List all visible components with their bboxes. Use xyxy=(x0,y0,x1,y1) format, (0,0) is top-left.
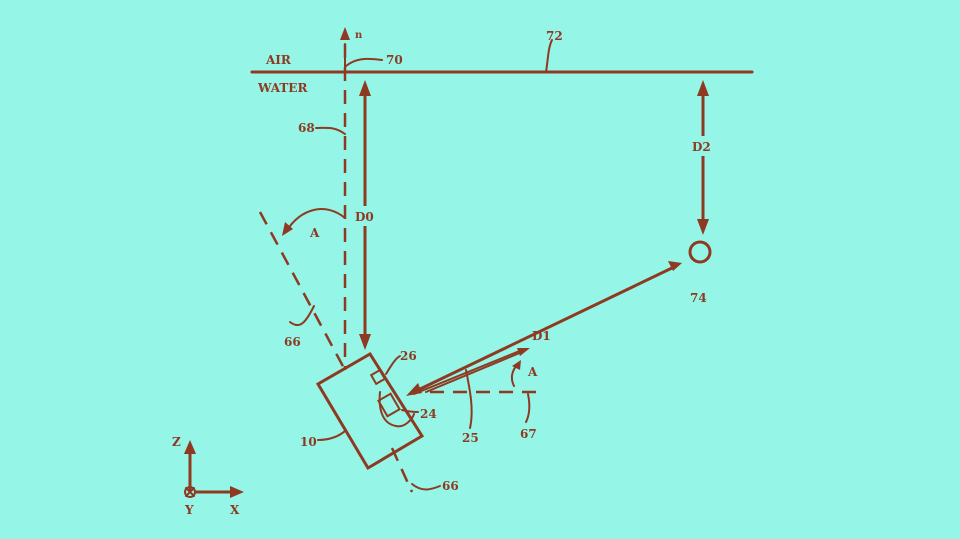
beam-25-upper xyxy=(413,349,523,395)
label-axis-x: X xyxy=(230,503,240,517)
leader-67 xyxy=(525,393,531,423)
leader-25 xyxy=(465,369,473,429)
y-axis-cross-2 xyxy=(185,487,195,497)
label-66-lower: 66 xyxy=(442,479,459,493)
label-68: 68 xyxy=(298,121,315,135)
d0-label-backdrop xyxy=(353,206,379,226)
x-axis-arrowhead xyxy=(230,486,244,498)
label-d1: D1 xyxy=(532,329,551,343)
d1-arrow-shaft xyxy=(416,266,674,392)
component-26 xyxy=(369,368,387,386)
normal-arrowhead xyxy=(340,27,350,40)
d2-label-backdrop xyxy=(690,136,718,156)
z-axis-arrowhead xyxy=(184,440,196,454)
leader-68 xyxy=(315,126,346,135)
leader-72 xyxy=(545,39,553,73)
leader-10 xyxy=(317,429,347,441)
label-72: 72 xyxy=(546,29,563,43)
d1-arrowhead-target xyxy=(668,261,682,271)
angle-a-right-arrowhead xyxy=(512,360,521,370)
label-axis-z: Z xyxy=(172,435,181,449)
d2-arrowhead-bottom xyxy=(697,219,709,235)
label-angle-a-top: A xyxy=(309,226,320,240)
label-axis-y: Y xyxy=(184,503,194,517)
target-74-circle xyxy=(688,240,712,264)
angle-a-top-arc xyxy=(285,208,346,233)
leader-26 xyxy=(385,355,401,375)
label-air: AIR xyxy=(265,53,292,67)
label-26: 26 xyxy=(400,349,417,363)
leader-66-upper xyxy=(289,305,315,327)
label-10: 10 xyxy=(300,435,317,449)
leader-70 xyxy=(345,57,383,67)
label-70: 70 xyxy=(386,53,403,67)
device-10-body xyxy=(315,351,425,471)
d0-arrowhead-bottom xyxy=(359,334,371,350)
d2-arrowhead-top xyxy=(697,80,709,96)
label-water: WATER xyxy=(257,81,308,95)
beam-25-arrowhead xyxy=(517,348,530,356)
y-axis-symbol xyxy=(184,486,196,498)
label-angle-a-right: A xyxy=(527,365,538,379)
leader-24 xyxy=(401,409,419,413)
label-n: n xyxy=(355,30,363,41)
axis-66-upper xyxy=(258,211,347,371)
label-d0: D0 xyxy=(355,210,374,224)
emitter-curve xyxy=(378,391,415,428)
label-24: 24 xyxy=(420,407,437,421)
label-74: 74 xyxy=(690,291,707,305)
label-66-upper: 66 xyxy=(284,335,301,349)
d0-arrowhead-top xyxy=(359,80,371,96)
beam-25-lower xyxy=(425,351,523,393)
label-25: 25 xyxy=(462,431,479,445)
label-d2: D2 xyxy=(692,140,711,154)
axis-66-lower xyxy=(390,447,414,493)
label-67: 67 xyxy=(520,427,537,441)
angle-a-top-arrowhead xyxy=(282,222,293,236)
component-24 xyxy=(377,392,401,418)
leader-66-lower xyxy=(411,483,441,491)
